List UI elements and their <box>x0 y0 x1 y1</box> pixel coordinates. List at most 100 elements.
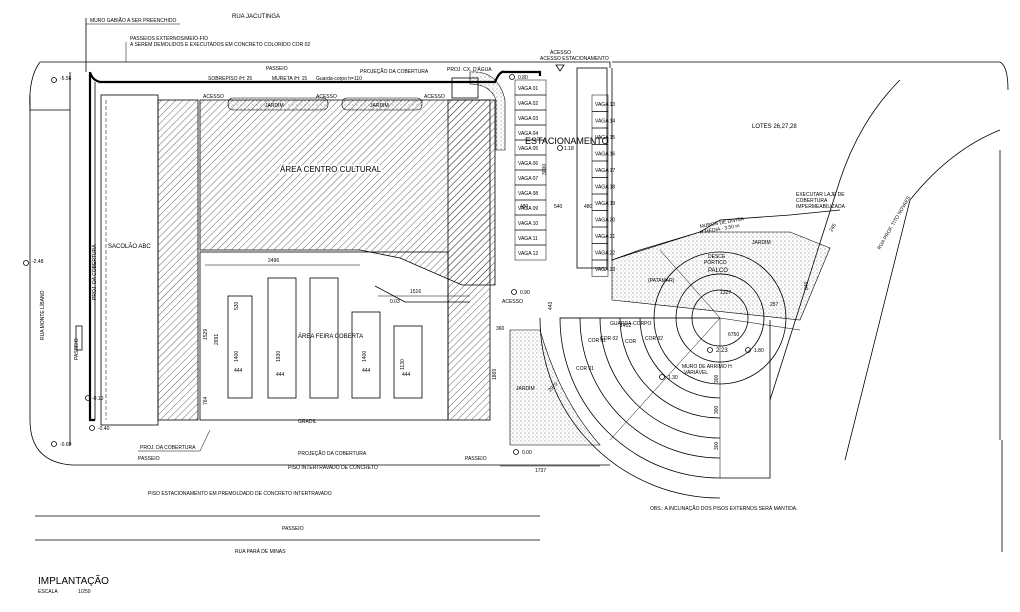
dim-2496: 2496 <box>268 258 279 264</box>
portico-label: PÓRTICO <box>704 259 727 266</box>
level-118: 1.18 <box>564 146 574 152</box>
proj-cobertura-vertical: PROJ. DA COBERTURA <box>92 244 98 300</box>
dim-444c: 444 <box>362 368 371 374</box>
level-556: -5.56 <box>60 76 72 82</box>
level-090: 0.90 <box>520 290 530 296</box>
lotes-label: LOTES 26,27,28 <box>752 124 797 130</box>
gradil-label: GRADIL <box>298 419 317 425</box>
dim-1130: 1130 <box>400 359 406 370</box>
area-centro-cultural <box>199 99 496 286</box>
area-feira-label-1: ÁREA FEIRA COBERTA <box>298 333 363 340</box>
sobrepiso: SOBREPISO /H: 25 <box>208 76 252 82</box>
mureta: MURETA /H: 15 <box>272 76 307 82</box>
desce-label: DESCE <box>708 254 726 260</box>
dim-1930: 1930 <box>276 351 282 362</box>
vaga-left-stall-label: VAGA 08 <box>518 191 538 197</box>
jardim-top-1-label: JARDIM <box>265 103 284 109</box>
dim-444d: 444 <box>402 372 411 378</box>
vaga-left-stall-label: VAGA 04 <box>518 131 538 137</box>
dim-6750: 6750 <box>728 332 739 338</box>
muro-gabiao: MURO GABIÃO A SER PREENCHIDO <box>90 17 177 24</box>
dim-300-b: 300 <box>714 405 720 414</box>
vaga-left-stall-label: VAGA 05 <box>518 146 538 152</box>
street-outlines <box>29 18 1009 552</box>
guarda-corpo-label: GUARDA-CORPO <box>610 321 652 327</box>
vaga-left-stall-label: VAGA 01 <box>518 86 538 92</box>
vaga-left-stall-label: VAGA 02 <box>518 101 538 107</box>
level-223: 2.23 <box>716 348 728 354</box>
cor-01-b: COR 01 <box>588 338 606 344</box>
jardim-right-label: JARDIM <box>752 240 771 246</box>
acesso-center: ACESSO <box>502 299 523 305</box>
dim-3000: 3000 <box>542 164 548 175</box>
street-bottom: RUA PARÁ DE MINAS <box>235 548 286 555</box>
dim-257: 257 <box>770 302 779 308</box>
street-left: RUA MONTE LÍBANO <box>39 290 46 340</box>
acesso-estacionamento-1: ACESSO <box>550 50 571 56</box>
level-248: -2.48 <box>32 259 44 265</box>
guarda-corpo-top: Guarda-corpo h=110 <box>316 76 362 82</box>
proj-cobertura-bottom: PROJ. DA COBERTURA <box>140 445 196 451</box>
vaga-right-stall-label: VAGA 15 <box>595 135 615 141</box>
passeios-externos: PASSEIOS EXTERNOS/MEIO-FIO <box>130 36 208 42</box>
sacolao-wall <box>157 99 199 421</box>
svg-text:IMPERMEABILIZADA: IMPERMEABILIZADA <box>796 204 846 210</box>
vaga-left-stall-label: VAGA 10 <box>518 221 538 227</box>
level-080: 0.80 <box>518 75 528 81</box>
dim-846: 846 <box>804 281 810 290</box>
vaga-right-stall-label: VAGA 21 <box>595 234 615 240</box>
dim-480b: 480 <box>584 204 593 210</box>
jardim-top-1 <box>227 97 329 111</box>
projecao-cobertura-bottom: PROJEÇÃO DA COBERTURA <box>298 450 367 457</box>
dim-480a: 480 <box>520 204 529 210</box>
street-right: RUA PROF. TITO NOVAES <box>877 195 913 251</box>
level-180: 1.80 <box>754 348 764 354</box>
svg-text:VARIÁVEL: VARIÁVEL <box>684 369 708 376</box>
parking-left: VAGA 01 VAGA 02 VAGA 03 VAGA 04 VAGA 05 VAGA … <box>514 79 547 261</box>
jardim-top-2-label: JARDIM <box>370 103 389 109</box>
muro-arrimo-label: MURO DE ARRIMO H <box>682 364 732 370</box>
level-010: -0.10 <box>92 396 104 402</box>
vaga-left-stall-label: VAGA 06 <box>518 161 538 167</box>
cor-01-a: COR 01 <box>576 366 594 372</box>
dim-245: 245 <box>829 223 838 233</box>
dim-1412: 1412 <box>620 323 631 329</box>
sacolao-label: SACOLÃO ABC <box>108 243 151 250</box>
patamar-label: (PATAMAR) <box>648 278 675 284</box>
passeio-top: PASSEIO <box>266 66 288 72</box>
vaga-left-stall-label: VAGA 11 <box>518 236 538 242</box>
dim-300-a: 300 <box>714 374 720 383</box>
dim-444a: 444 <box>234 368 243 374</box>
dim-1327: 1327 <box>720 290 731 296</box>
passeio-left: PASSEIO <box>74 338 80 360</box>
vaga-right-stall-label: VAGA 17 <box>595 168 615 174</box>
title-scale-label: ESCALA <box>38 589 58 595</box>
vaga-left-stall-label: VAGA 12 <box>518 251 538 257</box>
dim-540: 540 <box>554 204 563 210</box>
acesso-estacionamento: ACESSO ESTACIONAMENTO <box>540 56 609 62</box>
dim-1400b: 1400 <box>362 351 368 362</box>
dim-1529: 1529 <box>203 329 209 340</box>
dim-1737: 1737 <box>535 468 546 474</box>
vaga-right-stall-label: VAGA 18 <box>595 185 615 191</box>
cor-02-b: COR 02 <box>645 336 663 342</box>
jardim-top-2 <box>341 97 423 111</box>
estacionamento-label: ESTACIONAMENTO <box>525 136 609 146</box>
vaga-left-stall-label: VAGA 03 <box>518 116 538 122</box>
obs-note: OBS.: A INCLINAÇÃO DOS PISOS EXTERNOS SE… <box>650 505 798 512</box>
dim-1400a: 1400 <box>234 351 240 362</box>
dim-2691: 2691 <box>214 334 220 345</box>
level-060: -0.60 <box>60 442 72 448</box>
dim-443: 443 <box>548 301 554 310</box>
vaga-right-stall-label: VAGA 14 <box>595 119 615 125</box>
dim-360: 360 <box>496 326 505 332</box>
street-top: RUA JACUTINGA <box>232 14 280 20</box>
level-000: 0.00 <box>522 450 532 456</box>
piso-intertravado: PISO INTERTRAVADO DE CONCRETO <box>288 465 378 471</box>
jardim-bottom <box>509 329 601 446</box>
proj-cx-dagua: PROJ. CX. D'ÁGUA <box>447 66 492 73</box>
vaga-left-stall-label: VAGA 07 <box>518 176 538 182</box>
vaga-right-stall-label: VAGA 13 <box>595 102 615 108</box>
